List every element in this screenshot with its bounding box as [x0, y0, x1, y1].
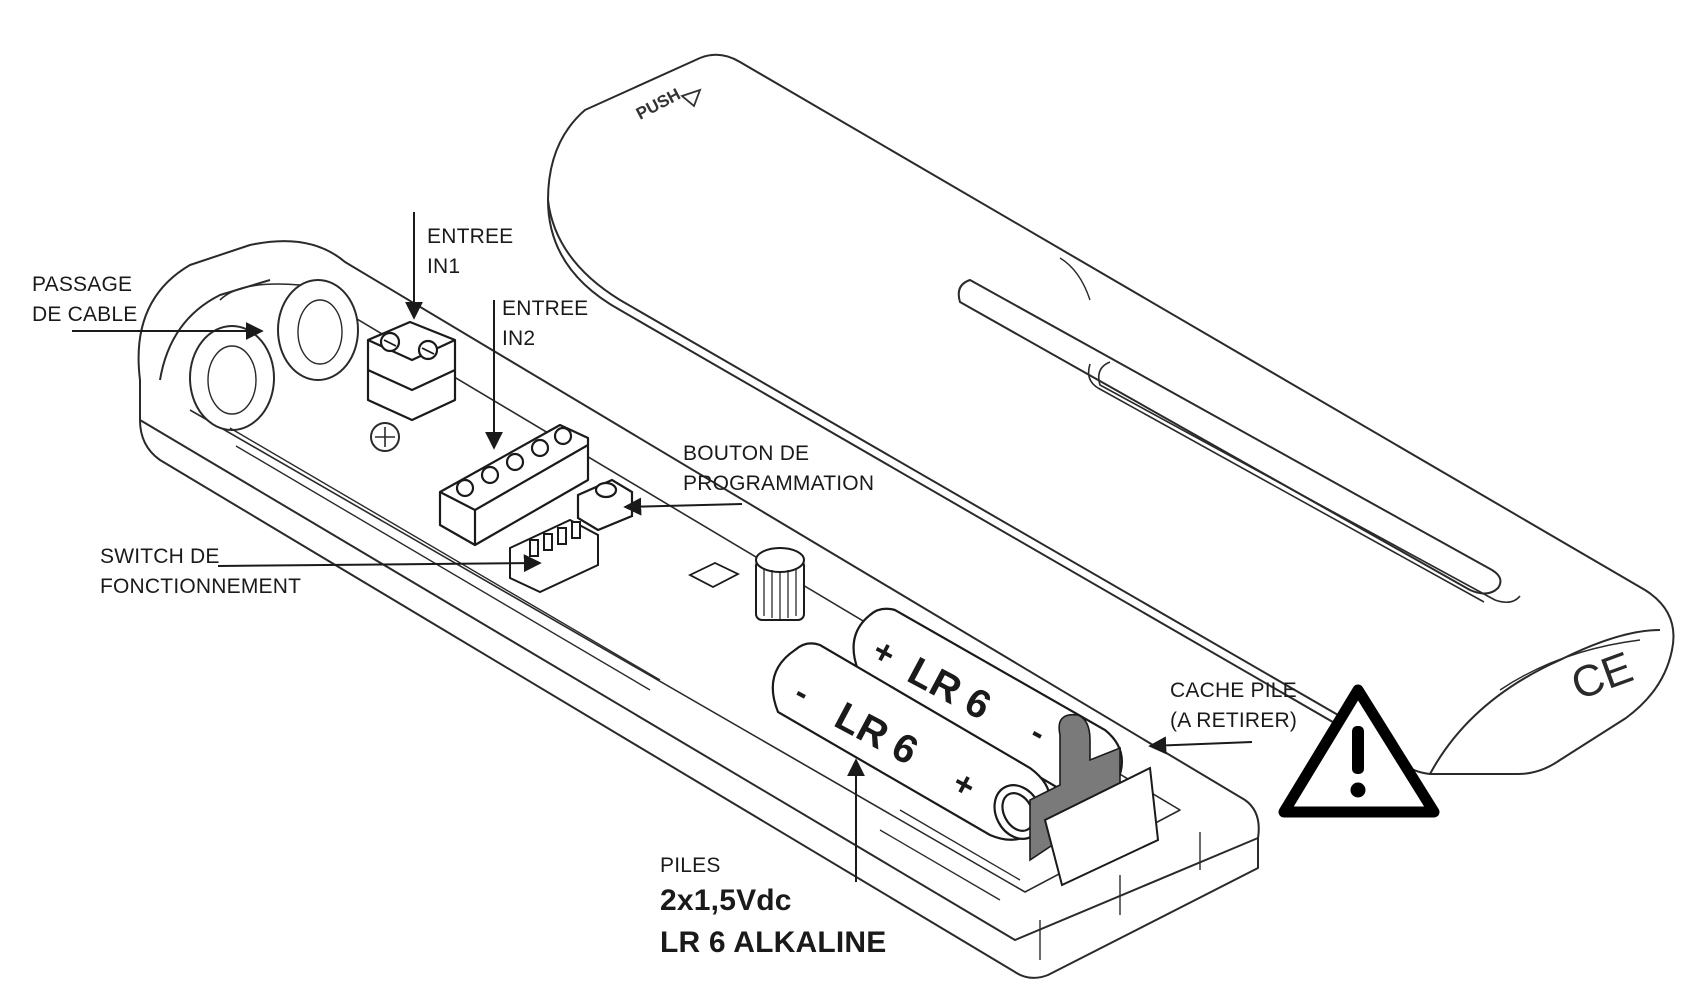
label-piles-voltage: 2x1,5Vdc: [660, 884, 792, 917]
label-piles: PILES 2x1,5Vdc LR 6 ALKALINE: [660, 852, 887, 964]
label-entree-in1: ENTREE IN1: [427, 225, 514, 278]
programming-button: [576, 478, 634, 532]
arrow-cache-pile: [1148, 736, 1253, 755]
callout-lines: [72, 212, 1253, 882]
arrow-switch: [217, 554, 542, 573]
label-cache-pile: CACHE PILE (A RETIRER): [1170, 679, 1298, 732]
label-switch-fonctionnement: SWITCH DE FONCTIONNEMENT: [100, 545, 302, 598]
dip-switch: [509, 518, 599, 594]
push-triangle-icon: [680, 88, 702, 108]
buzzer: [755, 547, 805, 621]
label-entree-in2: ENTREE IN2: [502, 297, 589, 350]
label-bouton-programmation: BOUTON DE PROGRAMMATION: [683, 442, 875, 495]
chip: [687, 562, 741, 589]
label-passage-cable: PASSAGE DE CABLE: [32, 273, 138, 326]
warning-icon: [1278, 684, 1440, 818]
terminal-block-in1: [366, 320, 457, 422]
battery-cover: [547, 53, 1675, 775]
terminal-block-in2: [438, 423, 590, 547]
battery-compartment: LR 6 + - LR 6 - +: [771, 607, 1160, 887]
arrow-bouton: [623, 497, 743, 516]
label-piles-type: LR 6 ALKALINE: [660, 926, 887, 959]
battery-holder-clip: [1043, 766, 1160, 887]
